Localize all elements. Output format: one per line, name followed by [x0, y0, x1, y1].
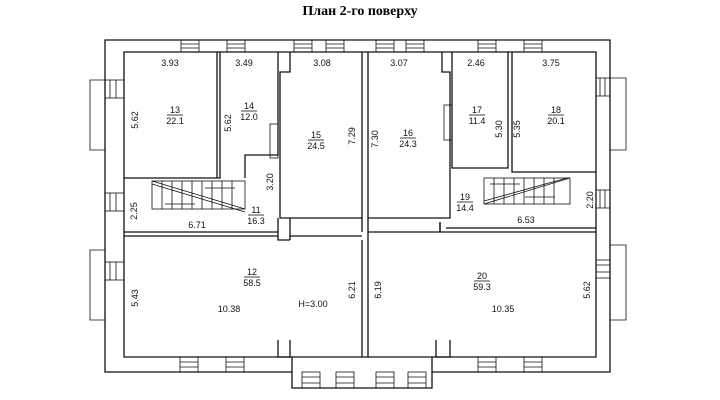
svg-text:6.53: 6.53 — [517, 215, 535, 225]
svg-text:5.62: 5.62 — [223, 114, 233, 132]
svg-text:11: 11 — [251, 205, 260, 215]
ceiling-height: H=3.00 — [298, 299, 327, 309]
room-17: 17 11.4 — [469, 105, 486, 126]
svg-text:6.19: 6.19 — [373, 281, 383, 299]
chimney-right — [443, 104, 453, 141]
outer-walls — [104, 39, 611, 389]
staircase-right — [483, 177, 571, 205]
svg-text:3.08: 3.08 — [313, 58, 331, 68]
svg-text:6.71: 6.71 — [188, 220, 206, 230]
svg-text:15: 15 — [311, 130, 321, 140]
staircase-left — [151, 180, 246, 213]
plan-title: План 2-го поверху — [302, 4, 418, 19]
svg-text:16.3: 16.3 — [247, 216, 265, 226]
room-16: 16 24.3 — [399, 128, 417, 149]
svg-text:24.5: 24.5 — [307, 141, 325, 151]
dimensions: 3.93 3.49 3.08 3.07 2.46 3.75 6.71 6.53 … — [129, 58, 595, 314]
room-11: 11 16.3 — [247, 205, 265, 226]
svg-text:3.07: 3.07 — [390, 58, 408, 68]
room-13: 13 22.1 — [166, 105, 184, 126]
svg-text:3.93: 3.93 — [161, 58, 179, 68]
svg-text:5.62: 5.62 — [582, 281, 592, 299]
chimney-left — [269, 123, 279, 159]
svg-text:17: 17 — [472, 105, 482, 115]
svg-text:6.21: 6.21 — [347, 281, 357, 299]
svg-text:20: 20 — [477, 271, 487, 281]
svg-text:11.4: 11.4 — [469, 116, 486, 126]
svg-text:20.1: 20.1 — [547, 116, 565, 126]
svg-text:13: 13 — [170, 105, 180, 115]
svg-text:24.3: 24.3 — [399, 139, 417, 149]
svg-text:5.62: 5.62 — [130, 111, 140, 129]
svg-text:58.5: 58.5 — [243, 278, 261, 288]
svg-text:3.20: 3.20 — [265, 173, 275, 191]
bay-windows — [89, 77, 627, 321]
svg-text:5.35: 5.35 — [512, 120, 522, 138]
svg-text:5.43: 5.43 — [130, 289, 140, 307]
svg-text:3.49: 3.49 — [235, 58, 253, 68]
svg-text:7.29: 7.29 — [347, 127, 357, 145]
svg-text:2.20: 2.20 — [585, 191, 595, 209]
svg-text:2.25: 2.25 — [129, 202, 139, 220]
svg-text:59.3: 59.3 — [473, 282, 491, 292]
svg-text:5.30: 5.30 — [494, 120, 504, 138]
svg-text:10.38: 10.38 — [218, 304, 241, 314]
svg-text:12: 12 — [247, 267, 257, 277]
svg-text:19: 19 — [460, 192, 470, 202]
room-15: 15 24.5 — [307, 130, 325, 151]
windows — [104, 39, 611, 389]
svg-text:14: 14 — [244, 101, 254, 111]
svg-text:16: 16 — [403, 128, 413, 138]
room-14: 14 12.0 — [240, 101, 258, 122]
svg-text:14.4: 14.4 — [456, 203, 474, 213]
svg-text:7.30: 7.30 — [370, 130, 380, 148]
room-12: 12 58.5 — [243, 267, 261, 288]
room-19: 19 14.4 — [456, 192, 474, 213]
svg-text:12.0: 12.0 — [240, 112, 258, 122]
svg-text:3.75: 3.75 — [542, 58, 560, 68]
svg-text:18: 18 — [551, 105, 561, 115]
room-20: 20 59.3 — [473, 271, 491, 292]
room-18: 18 20.1 — [547, 105, 565, 126]
svg-text:2.46: 2.46 — [467, 58, 485, 68]
svg-text:22.1: 22.1 — [166, 116, 184, 126]
interior-walls — [124, 52, 596, 358]
svg-text:10.35: 10.35 — [492, 304, 515, 314]
